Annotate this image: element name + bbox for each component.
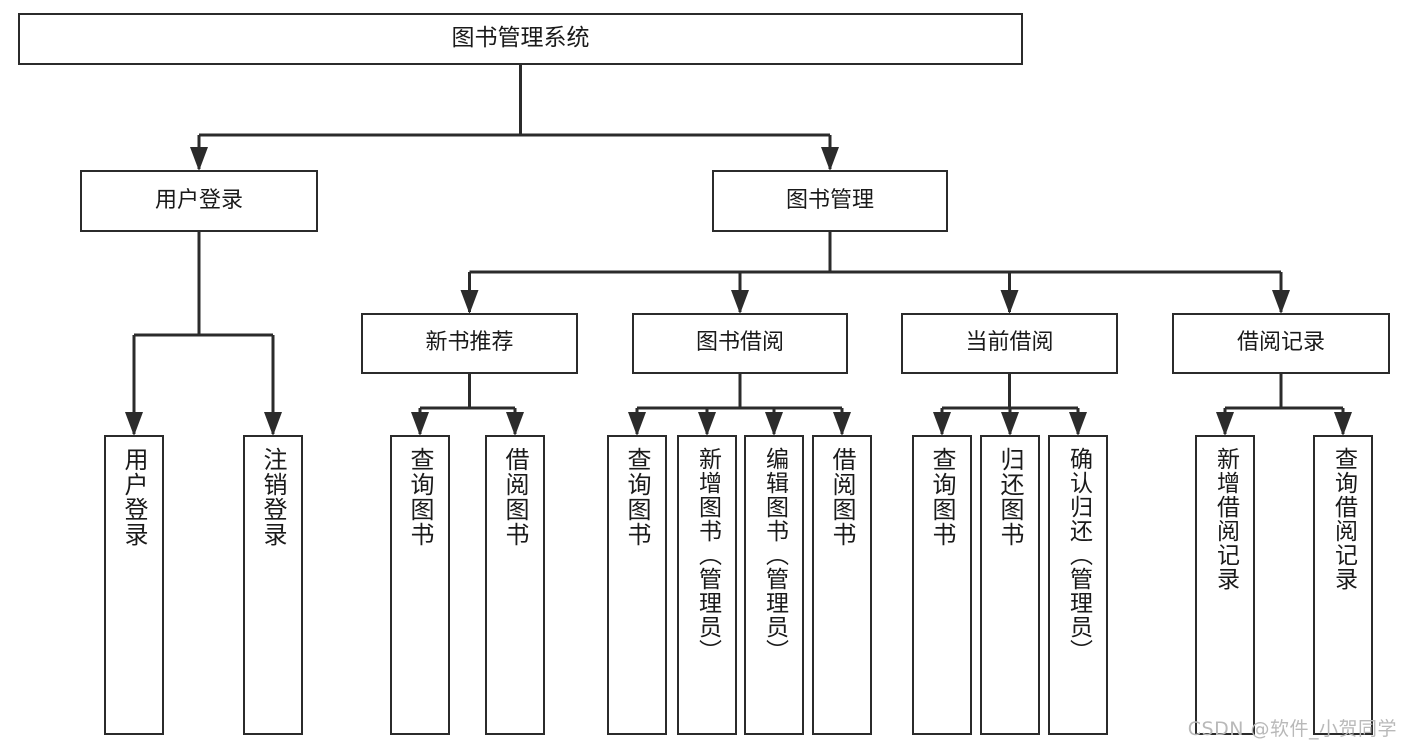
node-l-bw-add[interactable]: 新增图书（管理员） xyxy=(677,435,737,735)
node-label: 注销登录 xyxy=(259,447,287,547)
node-login[interactable]: 用户登录 xyxy=(80,170,318,232)
node-label: 归还图书 xyxy=(996,447,1024,547)
node-label: 新增借阅记录 xyxy=(1212,447,1239,591)
node-l-bw-borrow[interactable]: 借阅图书 xyxy=(812,435,872,735)
node-l-logout[interactable]: 注销登录 xyxy=(243,435,303,735)
node-current[interactable]: 当前借阅 xyxy=(901,313,1118,374)
node-l-bw-query[interactable]: 查询图书 xyxy=(607,435,667,735)
node-l-rc-add[interactable]: 新增借阅记录 xyxy=(1195,435,1255,735)
node-label: 新增图书（管理员） xyxy=(694,447,721,663)
node-label: 借阅记录 xyxy=(1236,330,1325,356)
node-l-nb-borrow[interactable]: 借阅图书 xyxy=(485,435,545,735)
node-newbook[interactable]: 新书推荐 xyxy=(361,313,578,374)
node-label: 新书推荐 xyxy=(425,330,514,356)
node-label: 图书管理 xyxy=(785,187,874,213)
node-l-cu-confirm[interactable]: 确认归还（管理员） xyxy=(1048,435,1108,735)
node-label: 查询图书 xyxy=(928,447,956,547)
node-label: 查询图书 xyxy=(623,447,651,547)
node-l-cu-query[interactable]: 查询图书 xyxy=(912,435,972,735)
node-borrow[interactable]: 图书借阅 xyxy=(632,313,848,374)
node-label: 查询图书 xyxy=(406,447,434,547)
node-label: 用户登录 xyxy=(154,187,243,213)
node-bookmgmt[interactable]: 图书管理 xyxy=(712,170,948,232)
node-label: 确认归还（管理员） xyxy=(1065,447,1092,663)
node-label: 借阅图书 xyxy=(828,447,856,547)
node-label: 借阅图书 xyxy=(501,447,529,547)
node-l-cu-return[interactable]: 归还图书 xyxy=(980,435,1040,735)
node-label: 图书管理系统 xyxy=(451,25,590,52)
node-label: 图书借阅 xyxy=(695,330,784,356)
node-l-nb-query[interactable]: 查询图书 xyxy=(390,435,450,735)
node-label: 用户登录 xyxy=(120,447,148,547)
node-label: 查询借阅记录 xyxy=(1330,447,1357,591)
node-records[interactable]: 借阅记录 xyxy=(1172,313,1390,374)
node-l-login[interactable]: 用户登录 xyxy=(104,435,164,735)
node-l-bw-edit[interactable]: 编辑图书（管理员） xyxy=(744,435,804,735)
node-label: 编辑图书（管理员） xyxy=(761,447,788,663)
node-root[interactable]: 图书管理系统 xyxy=(18,13,1023,65)
node-l-rc-query[interactable]: 查询借阅记录 xyxy=(1313,435,1373,735)
node-label: 当前借阅 xyxy=(965,330,1054,356)
watermark: CSDN @软件_小贺同学 xyxy=(1187,718,1397,740)
